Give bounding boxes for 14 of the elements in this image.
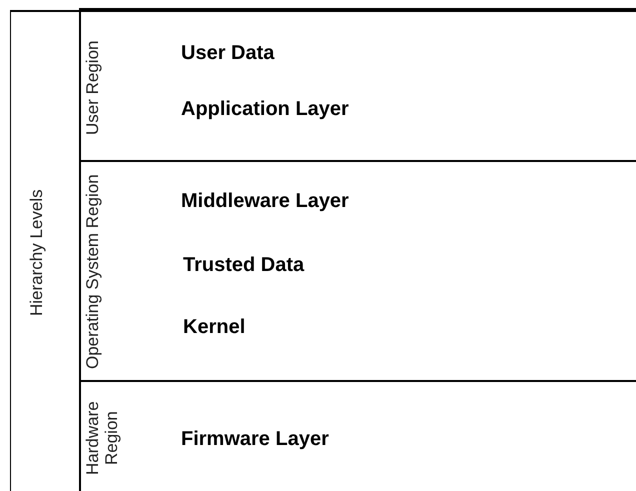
layer-label: Application Layer xyxy=(181,98,349,121)
axis-title: Hierarchy Levels xyxy=(27,188,47,318)
region-band xyxy=(79,380,636,491)
region-title: Hardware Region xyxy=(83,400,122,478)
layer-label: User Data xyxy=(181,42,274,65)
region-title: User Region xyxy=(83,40,103,138)
layer-label: Trusted Data xyxy=(183,254,304,277)
layer-label: Middleware Layer xyxy=(181,190,349,213)
region-band xyxy=(79,160,636,380)
hierarchy-panel xyxy=(10,10,636,491)
region-band xyxy=(79,8,636,160)
layer-label: Firmware Layer xyxy=(181,428,329,451)
layer-label: Kernel xyxy=(183,316,246,339)
region-title: Operating System Region xyxy=(83,174,103,372)
